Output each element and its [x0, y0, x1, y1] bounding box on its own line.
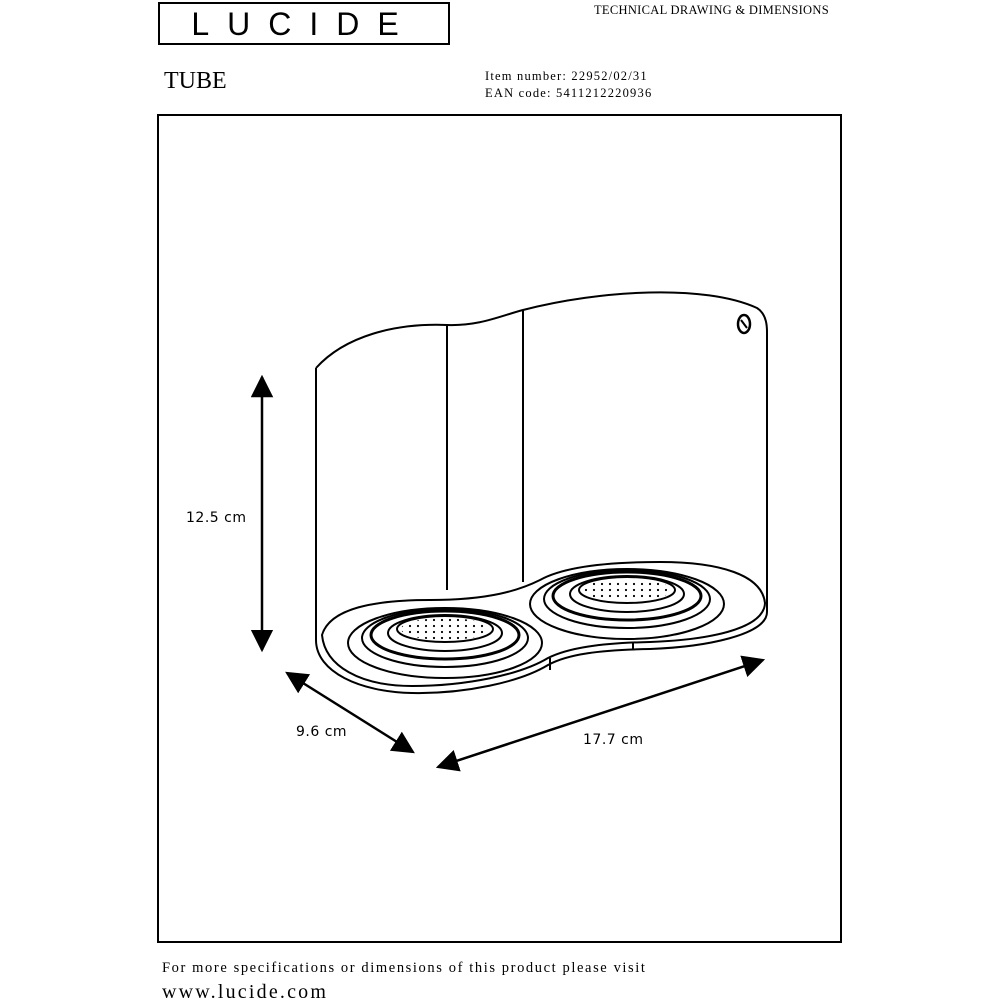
logo-text: LUCIDE	[191, 6, 416, 42]
screw-slot	[740, 319, 748, 329]
depth-dimension-label: 9.6 cm	[296, 724, 347, 740]
footer-note: For more specifications or dimensions of…	[162, 960, 647, 976]
lamp-top-outline	[315, 291, 769, 369]
product-meta: Item number: 22952/02/31 EAN code: 54112…	[485, 68, 652, 102]
height-dimension-label: 12.5 cm	[186, 510, 246, 526]
item-number: Item number: 22952/02/31	[485, 69, 648, 83]
dimension-lines	[250, 374, 766, 772]
right-spot-lens-rim	[578, 576, 676, 604]
depth-dimension-line	[285, 671, 415, 754]
right-spot-middle-ring	[543, 569, 711, 629]
left-spot-lens-rim	[396, 615, 494, 643]
drawing-frame	[157, 114, 842, 943]
right-spot-bezel	[551, 570, 703, 622]
width-dimension-line	[435, 655, 766, 772]
lamp-body	[315, 291, 769, 695]
product-title: TUBE	[164, 68, 227, 94]
mounting-screw-icon	[736, 313, 752, 335]
right-spot-lens	[583, 579, 671, 601]
logo-wordmark: LUCIDE	[191, 6, 416, 42]
brand-logo: LUCIDE	[158, 2, 450, 45]
ean-code: EAN code: 5411212220936	[485, 86, 653, 100]
document-type-label: TECHNICAL DRAWING & DIMENSIONS	[594, 3, 829, 17]
website-link[interactable]: www.lucide.com	[162, 981, 329, 1003]
left-spot-lens	[401, 618, 489, 640]
width-dimension-label: 17.7 cm	[583, 732, 643, 748]
